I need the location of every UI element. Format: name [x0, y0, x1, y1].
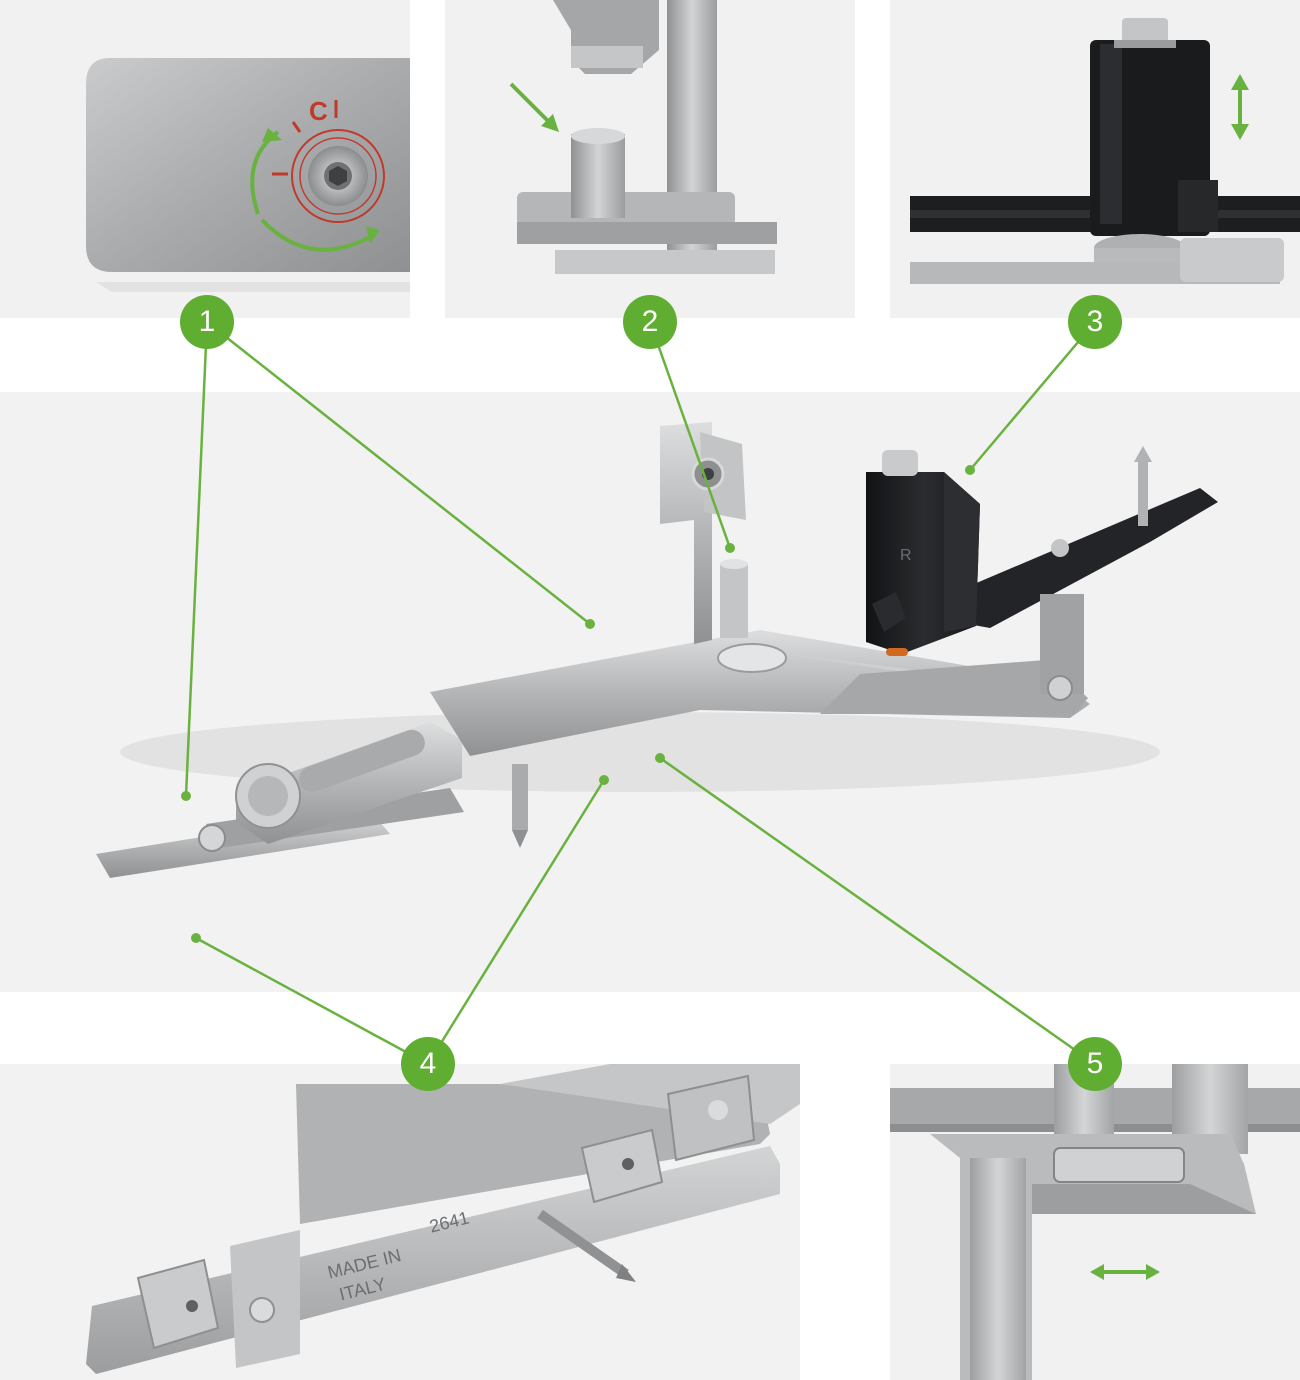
callout-badge-4: 4 — [401, 1037, 455, 1091]
adjustment-plate-illustration: C — [86, 58, 410, 292]
callout-badge-3: 3 — [1068, 295, 1122, 349]
pin-bracket-illustration — [509, 0, 777, 274]
height-adjuster-illustration — [910, 18, 1300, 284]
detail-panel-1: C — [0, 0, 410, 318]
callout-badge-1: 1 — [180, 295, 234, 349]
hinge-illustration: R — [96, 422, 1218, 878]
cross-section-illustration — [890, 1064, 1300, 1380]
base-plate-illustration: MADE IN ITALY 2641 — [86, 1064, 800, 1374]
detail-panel-3 — [890, 0, 1300, 318]
detail-panel-5 — [890, 1064, 1300, 1380]
main-panel: R — [0, 392, 1300, 992]
block-mark: R — [900, 547, 912, 564]
callout-badge-2: 2 — [623, 295, 677, 349]
callout-badge-5: 5 — [1068, 1037, 1122, 1091]
detail-panel-4: MADE IN ITALY 2641 — [0, 1064, 800, 1380]
detail-panel-2 — [445, 0, 855, 318]
dial-letter: C — [309, 96, 328, 126]
